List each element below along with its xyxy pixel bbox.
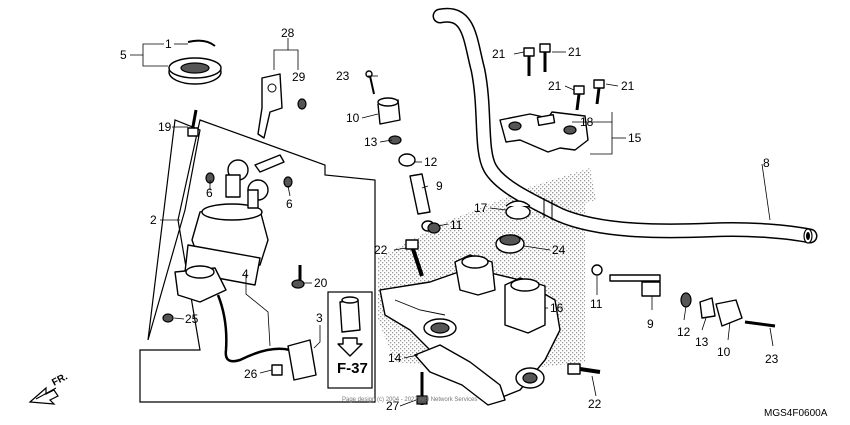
callout-12-top: 12: [424, 155, 438, 169]
callout-21-b: 21: [568, 45, 582, 59]
callout-13-bottom: 13: [695, 335, 709, 349]
callout-21-c: 21: [548, 79, 562, 93]
callout-1: 1: [165, 37, 172, 51]
callout-10-top: 10: [346, 111, 360, 125]
callout-23-bottom: 23: [765, 352, 779, 366]
callout-9-top: 9: [436, 179, 443, 193]
leader-lines: [130, 38, 774, 407]
bolt-25: [162, 313, 174, 323]
callout-9-bottom: 9: [647, 317, 654, 331]
callout-11-bottom: 11: [590, 297, 603, 311]
callout-4: 4: [242, 267, 249, 281]
callout-22-bottom: 22: [588, 397, 602, 411]
holder-bolts: [523, 43, 605, 111]
front-arrow: [28, 386, 59, 405]
callout-18: 18: [580, 115, 594, 129]
stem-cap: [505, 200, 531, 220]
callout-27: 27: [386, 399, 400, 413]
callout-24: 24: [552, 243, 566, 257]
handlebar: [432, 7, 818, 244]
diagram-code: MGS4F0600A: [764, 408, 828, 419]
callout-2: 2: [150, 213, 157, 227]
harness: [174, 265, 317, 381]
copyright-text: Page design (c) 2004 - 2022 ARI Network …: [342, 397, 477, 403]
top-bridge: [379, 254, 561, 399]
callout-12-bottom: 12: [677, 325, 691, 339]
callout-13-top: 13: [364, 135, 378, 149]
wire-bracket: [414, 344, 506, 406]
callout-22-top: 22: [374, 243, 388, 257]
reference-label: F-37: [337, 360, 368, 377]
callout-labels: 5 1 28 29 19 6 6 2 4 20 3 25 26 23 10 13…: [50, 26, 827, 419]
callout-11-top: 11: [450, 218, 463, 232]
switch-column: [365, 70, 441, 277]
callout-3: 3: [316, 311, 323, 325]
stem-nut: [495, 234, 525, 254]
cap-and-clip: [168, 39, 222, 85]
callout-5: 5: [120, 48, 127, 62]
callout-23-top: 23: [336, 69, 350, 83]
callout-28: 28: [281, 26, 295, 40]
bolt-19: [187, 109, 199, 137]
callout-26: 26: [244, 367, 258, 381]
callout-21-d: 21: [621, 79, 635, 93]
callout-19: 19: [158, 120, 172, 134]
keys: [257, 73, 307, 139]
callout-8: 8: [763, 156, 770, 170]
callout-10-bottom: 10: [717, 345, 731, 359]
callout-29: 29: [292, 70, 306, 84]
callout-6-right: 6: [286, 197, 293, 211]
callout-25: 25: [185, 312, 199, 326]
callout-16: 16: [550, 301, 564, 315]
stem-bolt: [567, 363, 601, 375]
bolt-20: [291, 265, 305, 289]
callout-17: 17: [474, 201, 488, 215]
callout-21-a: 21: [492, 47, 506, 61]
callout-6-left: 6: [206, 186, 213, 200]
front-direction-label: FR.: [50, 371, 70, 388]
ignition-switch: [184, 154, 293, 286]
bar-end-parts: [591, 264, 776, 328]
reference-box: [327, 291, 373, 389]
callout-14: 14: [388, 351, 402, 365]
callout-15: 15: [628, 131, 642, 145]
callout-20: 20: [314, 276, 328, 290]
upper-holder: [499, 111, 589, 153]
